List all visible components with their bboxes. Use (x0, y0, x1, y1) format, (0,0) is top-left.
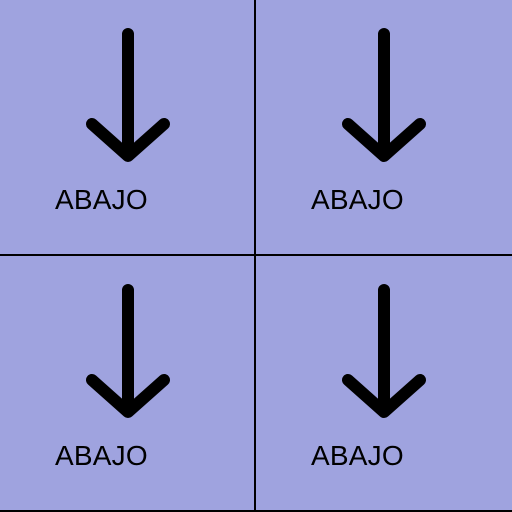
cell-label: ABAJO (311, 184, 404, 215)
arrow-down-icon (342, 284, 426, 418)
cell-label: ABAJO (311, 440, 404, 471)
cell-label: ABAJO (55, 440, 148, 471)
arrow-down-icon (86, 284, 170, 418)
grid-cell-bottom-right[interactable]: ABAJO (256, 256, 512, 510)
cell-label: ABAJO (55, 184, 148, 215)
grid-cell-top-left[interactable]: ABAJO (0, 0, 254, 254)
grid-cell-top-right[interactable]: ABAJO (256, 0, 512, 254)
arrow-down-icon (86, 28, 170, 162)
arrow-down-icon (342, 28, 426, 162)
grid-cell-bottom-left[interactable]: ABAJO (0, 256, 254, 510)
